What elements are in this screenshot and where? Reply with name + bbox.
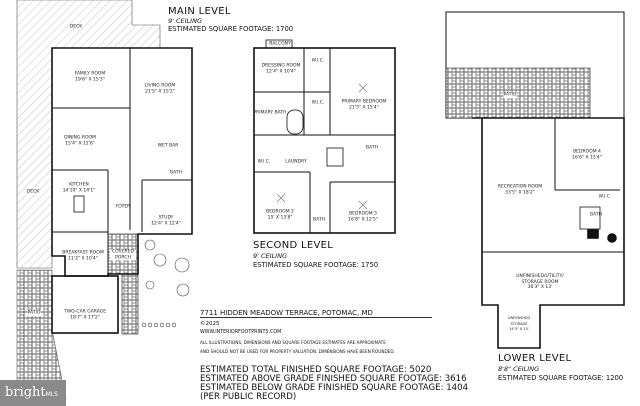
property-address: 7711 HIDDEN MEADOW TERRACE, POTOMAC, MD [200,309,432,318]
room-label: W.I.C. [311,100,325,106]
main-level-title: MAIN LEVEL [168,6,231,17]
bright-mls-logo: brightMLS [0,380,66,406]
lower-patio-area [445,67,591,119]
main-level-ceiling: 9' CEILING [168,17,202,25]
room-label: BATH [170,170,182,176]
main-level-plan [16,0,193,401]
lower-level-ceiling: 8'8" CEILING [498,365,540,373]
lower-level-sqft: ESTIMATED SQUARE FOOTAGE: 1200 [498,374,624,382]
above-grade-sqft: ESTIMATED ABOVE GRADE FINISHED SQUARE FO… [200,374,467,384]
room-label: DECK [69,24,83,30]
second-level-sqft: ESTIMATED SQUARE FOOTAGE: 1750 [253,261,379,269]
room-label: BATH [590,212,602,218]
room-label: W.I.C. [598,194,612,200]
room-label: BALCONY [269,41,291,47]
room-label: W.I.C. [257,159,271,165]
room-label: PATIO [503,92,517,98]
deck-area [16,0,161,269]
room-label: PRIMARY BATH [253,110,287,116]
trees [141,239,190,328]
disclaimer: AND SHOULD NOT BE USED FOR PROPERTY VALU… [200,349,395,354]
total-sqft: ESTIMATED TOTAL FINISHED SQUARE FOOTAGE:… [200,365,432,375]
room-label: COVERED PORCH [110,249,136,261]
website: WWW.INTERIORFOOTPRINTS.COM [200,330,282,335]
walkway-area [121,273,139,335]
room-label: PATIO [27,310,41,316]
main-level-sqft: ESTIMATED SQUARE FOOTAGE: 1700 [168,25,294,33]
room-label: LAUNDRY [285,159,307,165]
copyright: ©2025 [200,321,220,327]
below-grade-sqft: ESTIMATED BELOW GRADE FINISHED SQUARE FO… [200,383,469,393]
room-label: DECK [26,189,40,195]
public-record-note: (PER PUBLIC RECORD) [200,392,297,402]
room-label: WET BAR [157,143,179,149]
second-level-ceiling: 9' CEILING [253,252,287,260]
lower-level-title: LOWER LEVEL [498,353,572,364]
room-label: BATH [313,217,325,223]
room-label: BATH [366,145,378,151]
lower-level-plan [445,11,625,349]
room-label: W.I.C. [311,58,325,64]
disclaimer: ALL ILLUSTRATIONS, DIMENSIONS AND SQUARE… [200,340,386,345]
second-level-plan [253,39,396,234]
patio-area [16,269,67,401]
room-label: FOYER [115,204,131,210]
second-level-title: SECOND LEVEL [253,240,334,251]
